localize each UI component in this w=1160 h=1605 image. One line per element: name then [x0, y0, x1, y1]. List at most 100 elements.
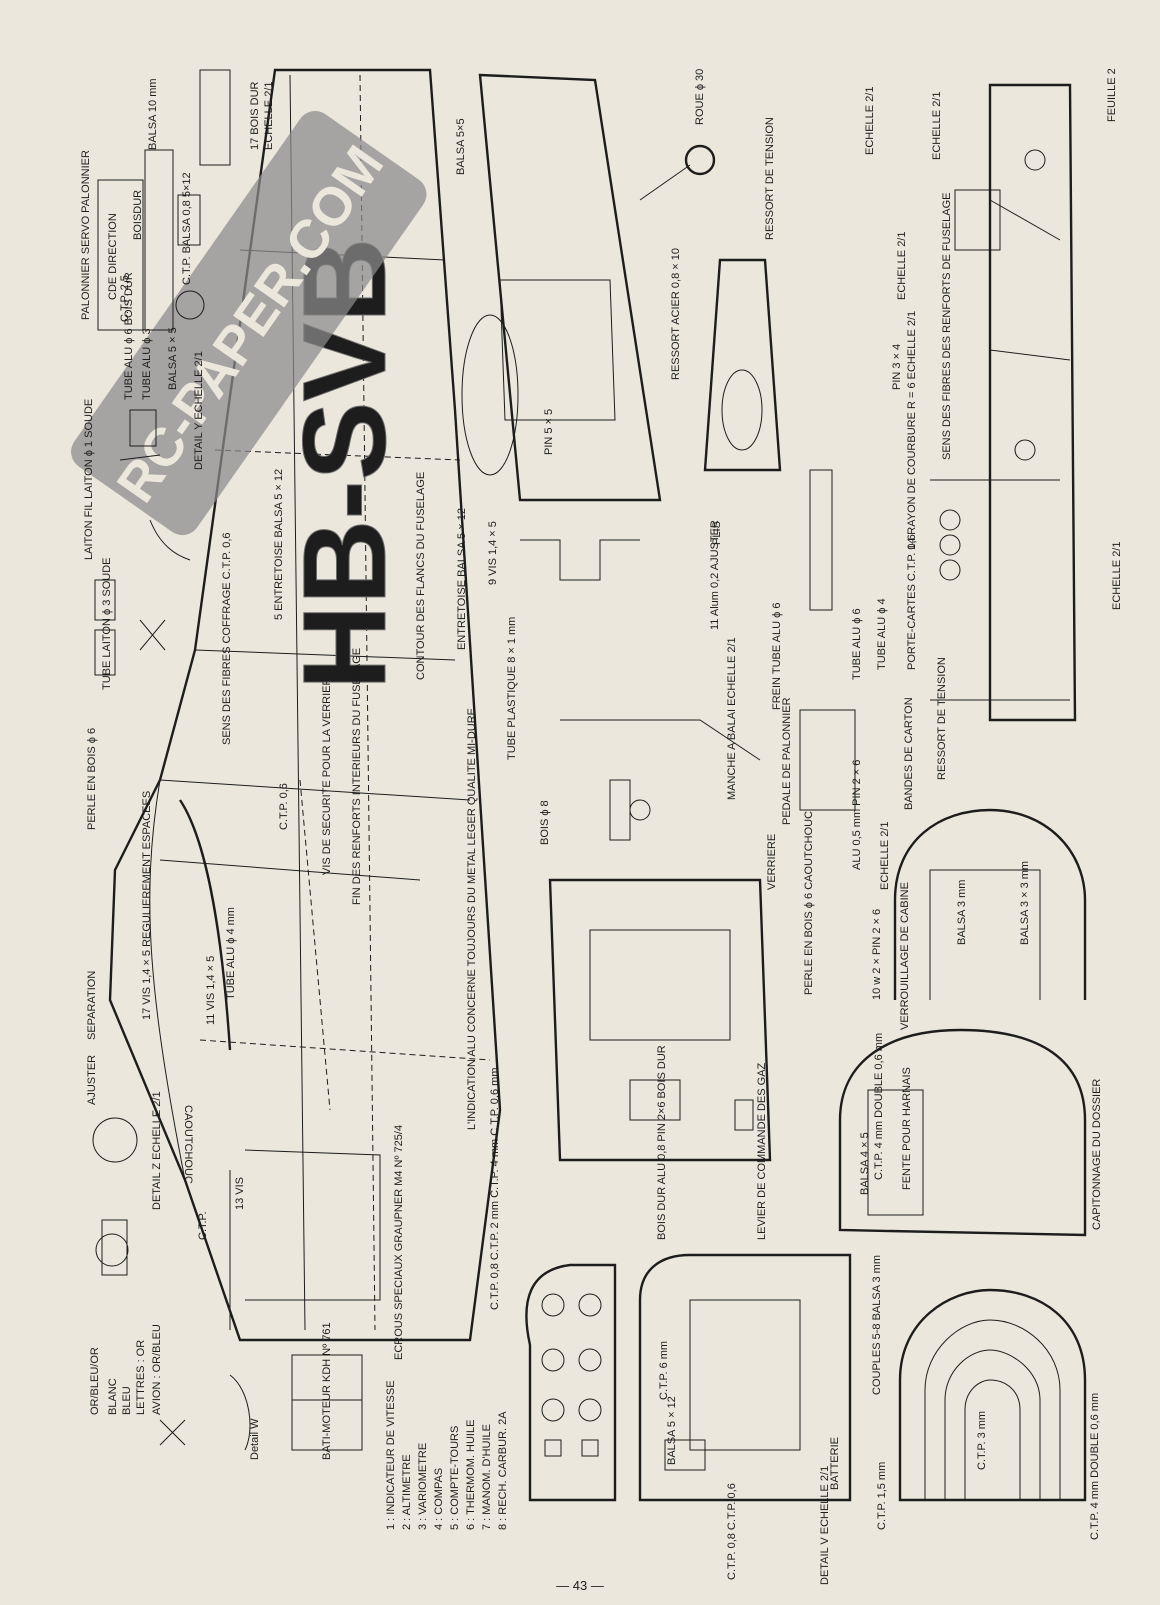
label-tube-alu-4mm: TUBE ALU ϕ 4 mm	[225, 907, 237, 1000]
seat-back	[838, 1028, 1087, 1237]
label-pedale: PEDALE DE PALONNIER	[781, 697, 793, 825]
seat-frame	[930, 83, 1077, 722]
label-ajuster: 11 Alum 0,2 AJUSTER	[709, 520, 721, 630]
label-indication-alu: L'INDICATION ALU CONCERNE TOUJOURS DU ME…	[466, 708, 478, 1130]
label-blanc: BLANC	[107, 1378, 119, 1415]
label-ctp-6mm: C.T.P. 6 mm	[658, 1341, 670, 1400]
label-tube-alu-6: TUBE ALU ϕ 6 BOIS DUR	[123, 272, 135, 400]
label-balsa-3x3: BALSA 3 × 3 mm	[1019, 861, 1031, 945]
label-echelle-d: ECHELLE 2/1	[931, 92, 943, 160]
label-bois-dur-alu: BOIS DUR ALU 0,8 PIN 2×6 BOIS DUR	[656, 1045, 668, 1240]
label-echelle-b: ECHELLE 2/1	[864, 87, 876, 155]
label-fin-renforts: FIN DES RENFORTS INTERIEURS DU FUSELAGE	[351, 648, 363, 905]
instrument-8: 8 : RECH. CARBUR. 2A	[497, 1411, 509, 1530]
battery-couple	[638, 1253, 852, 1502]
label-ctp-08-06: C.T.P. 0,8 C.T.P. 0,6	[726, 1483, 738, 1580]
label-manche: MANCHE A BALAI ECHELLE 2/1	[726, 637, 738, 800]
label-verriere: VERRIERE	[766, 834, 778, 890]
label-echelle-f: ECHELLE 2/1	[1111, 542, 1123, 610]
label-bois-6: BOIS ϕ 8	[539, 800, 551, 845]
label-verrouillage: VERROUILLAGE DE CABINE	[899, 882, 911, 1030]
label-vis-14x5: 9 VIS 1,4 × 5	[487, 521, 499, 585]
label-ajuster-z: AJUSTER	[86, 1055, 98, 1105]
label-palonnier: PALONNIER SERVO PALONNIER	[80, 150, 92, 320]
label-pin-3x4: PIN 3 × 4	[891, 344, 903, 390]
label-porte-cartes: PORTE-CARTES C.T.P. 0,6	[906, 534, 918, 670]
instrument-4: 4 : COMPAS	[433, 1468, 445, 1530]
label-fente-harnais: FENTE POUR HARNAIS	[901, 1067, 913, 1190]
label-balsa-5x5: BALSA 5×5	[455, 118, 467, 175]
label-batterie: BATTERIE	[829, 1437, 841, 1490]
sheet-label: FEUILLE 2	[1106, 68, 1118, 122]
label-vis-11: 11 VIS 1,4 × 5	[205, 956, 217, 1025]
label-rayon-courbure: 14 RAYON DE COURBURE R = 6 ECHELLE 2/1	[906, 311, 918, 550]
label-balsa-5x12: C.T.P. BALSA 0,8 5×12	[181, 172, 193, 285]
label-tube-plastique: TUBE PLASTIQUE 8 × 1 mm	[506, 617, 518, 760]
label-detail-z: DETAIL Z ECHELLE 2/1	[151, 1091, 163, 1210]
label-ctp-08-2mm: C.T.P. 0,8 C.T.P. 2 mm C.T.P. 4 mm C.T.P…	[489, 1068, 501, 1310]
label-ctp-4mm-double: C.T.P. 4 mm DOUBLE 0,6 mm	[873, 1033, 885, 1180]
label-bleu: BLEU	[121, 1386, 133, 1415]
label-echelle-c: ECHELLE 2/1	[879, 822, 891, 890]
instrument-2: 2 : ALTIMETRE	[401, 1454, 413, 1530]
pedal-frame	[703, 258, 856, 811]
label-vis-17: 17 VIS 1,4 × 5 REGULIEREMENT ESPACEES	[141, 791, 153, 1020]
label-cde-direction: CDE DIRECTION	[107, 213, 119, 300]
label-ctp-4mm-double-b: C.T.P. 4 mm DOUBLE 0,6 mm	[1089, 1393, 1101, 1540]
detail-y	[119, 409, 161, 461]
label-ressort-tension-2: RESSORT DE TENSION	[936, 657, 948, 780]
instrument-3: 3 : VARIOMETRE	[417, 1443, 429, 1530]
couples-rings	[898, 1288, 1087, 1502]
label-detail-w: Detail W	[249, 1418, 261, 1460]
label-bati-moteur: BATI-MOTEUR KDH Nº 761	[321, 1322, 333, 1460]
label-capitonnage: CAPITONNAGE DU DOSSIER	[1091, 1079, 1103, 1230]
instrument-1: 1 : INDICATEUR DE VITESSE	[385, 1380, 397, 1530]
label-perle-caoutchouc: PERLE EN BOIS ϕ 6 CAOUTCHOUC	[803, 811, 815, 995]
instrument-legend: 1 : INDICATEUR DE VITESSE 2 : ALTIMETRE …	[385, 1380, 509, 1530]
wire-details	[94, 519, 191, 676]
label-vis-securite: VIS DE SECURITE POUR LA VERRIERE	[321, 670, 333, 875]
label-vis-13: 13 VIS	[234, 1177, 246, 1210]
label-or-bleu: OR/BLEU/OR	[89, 1347, 101, 1415]
label-entretoise-balsa: 5 ENTRETOISE BALSA 5 × 12	[273, 469, 285, 620]
label-ressort-acier: RESSORT ACIER 0,8 × 10	[670, 248, 682, 380]
label-roue: ROUE ϕ 30	[694, 69, 706, 125]
page-number: — 43 —	[556, 1578, 604, 1593]
label-sens-fibres: SENS DES FIBRES COFFRAGE C.T.P. 0,6	[221, 532, 233, 745]
detail-w	[159, 1374, 251, 1451]
label-tube-alu-3: TUBE ALU ϕ 3	[141, 328, 153, 400]
label-detail-v: DETAIL V ECHELLE 2/1	[819, 1466, 831, 1585]
label-balsa-10: BALSA 10 mm	[147, 78, 159, 150]
label-perle: PERLE EN BOIS ϕ 6	[86, 728, 98, 830]
label-avion: AVION : OR/BLEU	[151, 1324, 163, 1415]
label-caoutchouc: CAOUTCHOUC	[182, 1105, 194, 1184]
label-bandes-carton: BANDES DE CARTON	[903, 697, 915, 810]
label-balsa-3mm: BALSA 3 mm	[956, 880, 968, 945]
label-tube-alu-6-f: TUBE ALU ϕ 6	[851, 608, 863, 680]
label-echelle-a: ECHELLE 2/1	[263, 82, 275, 150]
label-tube-alu-4: TUBE ALU ϕ 4	[876, 598, 888, 670]
label-echelle-e: ECHELLE 2/1	[896, 232, 908, 300]
label-boisdur: BOISDUR	[132, 190, 144, 240]
label-entretoise-5x12: ENTRETOISE BALSA 5 × 12	[456, 508, 468, 650]
tail-wheel-assembly	[461, 73, 716, 502]
label-pin-5x5: PIN 5 × 5	[543, 409, 555, 455]
label-balsa-5x12-b: BALSA 5 × 12	[666, 1396, 678, 1465]
label-ctp: C.T.P.	[197, 1211, 209, 1240]
label-contour: CONTOUR DES FLANCS DU FUSELAGE	[415, 472, 427, 680]
label-ctp-25: C.T.P. 2,5	[119, 275, 131, 322]
rudder-pedal-detail	[97, 69, 231, 331]
label-plis: PLIS	[711, 521, 723, 545]
label-pin-2x6: 10 w 2 × PIN 2 × 6	[871, 909, 883, 1000]
label-detail-y: DETAIL Y ECHELLE 2/1	[193, 351, 205, 470]
label-laiton: LAITON FIL LAITON ϕ 1 SOUDE	[83, 399, 95, 560]
instrument-7: 7 : MANOM. D'HUILE	[481, 1424, 493, 1530]
label-lettres: LETTRES : OR	[135, 1340, 147, 1415]
label-balsa-4x5: BALSA 4 × 5	[859, 1132, 871, 1195]
cabin-lock-frame	[893, 808, 1087, 1000]
label-ctp-06: C.T.P. 0,6	[278, 783, 290, 830]
label-sens-fibres-renforts: SENS DES FIBRES DES RENFORTS DE FUSELAGE	[941, 192, 953, 460]
label-balsa-5x5-b: BALSA 5 × 5	[167, 327, 179, 390]
label-couples: COUPLES 5-8 BALSA 3 mm	[871, 1255, 883, 1395]
